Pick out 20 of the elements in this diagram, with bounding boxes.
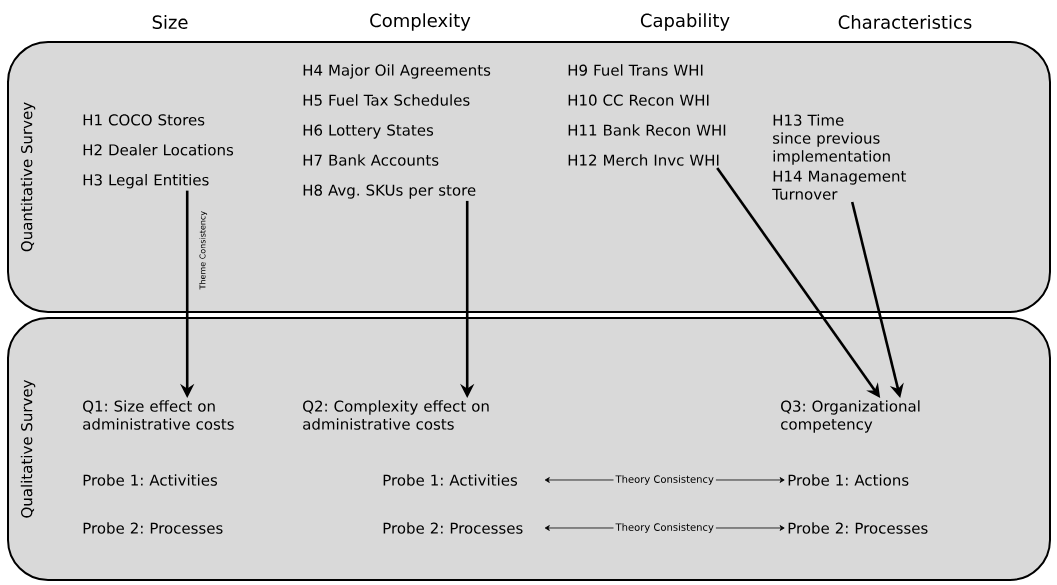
probe-text: Probe 2: Processes — [383, 522, 523, 534]
hypothesis-list: H1 COCO Stores H2 Dealer Locations H3 Legal Entities — [83, 114, 234, 189]
question-text: Q3: Organizational competency — [781, 400, 920, 433]
hypothesis-list: H13 Time since previous implementation H14 Management Turnover — [772, 114, 906, 200]
question-text: Q1: Size effect on administrative costs — [83, 400, 234, 430]
hypothesis-list: H4 Major Oil Agreements H5 Fuel Tax Schedules H6 Lottery States H7 Bank Accounts H8 Avg. SKUs per store — [303, 64, 491, 199]
probe-text: Probe 1: Actions — [788, 474, 909, 486]
question-text: Q2: Complexity effect on administrative costs — [303, 400, 489, 430]
hypothesis-list: H9 Fuel Trans WHI H10 CC Recon WHI H11 Bank Recon WHI H12 Merch Invc WHI — [568, 64, 726, 166]
edge-label: Theory Consistency — [615, 523, 714, 533]
probe-text: Probe 1: Activities — [383, 474, 518, 486]
column-heading: Characteristics — [838, 15, 972, 29]
probe-text: Probe 2: Processes — [83, 522, 223, 534]
edge-label: Theory Consistency — [615, 475, 714, 485]
column-heading: Size — [152, 15, 188, 29]
edge-label: Theme Consistency — [199, 211, 208, 290]
column-heading: Complexity — [370, 13, 471, 31]
column-heading: Capability — [640, 13, 730, 31]
probe-text: Probe 1: Activities — [83, 474, 218, 486]
probe-text: Probe 2: Processes — [788, 522, 928, 534]
